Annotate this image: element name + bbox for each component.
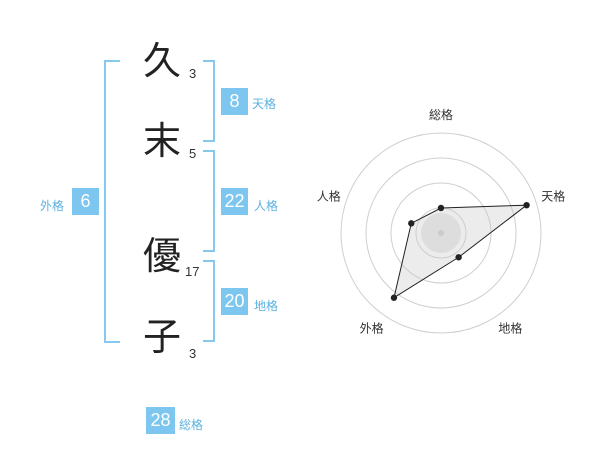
chikaku-value: 20 <box>221 288 248 315</box>
radar-area <box>393 204 529 299</box>
chikaku-bracket <box>203 260 215 342</box>
gaikaku-value: 6 <box>72 188 99 215</box>
jinkaku-label: 人格 <box>254 199 279 213</box>
jinkaku-bracket <box>203 150 215 252</box>
gaikaku-bracket <box>104 60 120 343</box>
name-char-3: 優 <box>143 234 182 278</box>
radar-axis-label-1: 天格 <box>541 189 565 204</box>
name-char-2: 末 <box>143 119 182 163</box>
name-char-4: 子 <box>143 315 182 359</box>
stroke-count-3: 17 <box>185 264 200 279</box>
gaikaku-label: 外格 <box>40 199 65 213</box>
radar-axis-label-0: 総格 <box>429 107 453 122</box>
tenkaku-value: 8 <box>221 88 248 115</box>
radar-axis-label-2: 地格 <box>498 320 522 335</box>
soukaku-value: 28 <box>146 407 175 434</box>
soukaku-label: 総格 <box>179 418 204 432</box>
radar-polygon <box>393 204 529 299</box>
stroke-count-4: 3 <box>189 346 197 361</box>
radar-ring-4 <box>340 132 542 334</box>
radar-ring-3 <box>365 157 517 309</box>
radar-point-0 <box>437 204 445 212</box>
jinkaku-value: 22 <box>221 188 248 215</box>
radar-point-4 <box>408 220 415 227</box>
radar-point-1 <box>523 201 530 209</box>
tenkaku-bracket <box>203 60 215 142</box>
radar-axis-label-4: 人格 <box>317 189 341 204</box>
radar-center-dot <box>438 230 444 236</box>
stroke-count-1: 3 <box>189 66 197 81</box>
chikaku-label: 地格 <box>254 299 279 313</box>
stroke-count-2: 5 <box>189 146 197 161</box>
radar-point-2 <box>455 254 462 261</box>
radar-points <box>390 201 530 301</box>
name-char-1: 久 <box>143 39 182 83</box>
radar-axis-label-3: 外格 <box>360 320 384 335</box>
tenkaku-label: 天格 <box>252 97 277 111</box>
radar-point-3 <box>390 294 398 301</box>
